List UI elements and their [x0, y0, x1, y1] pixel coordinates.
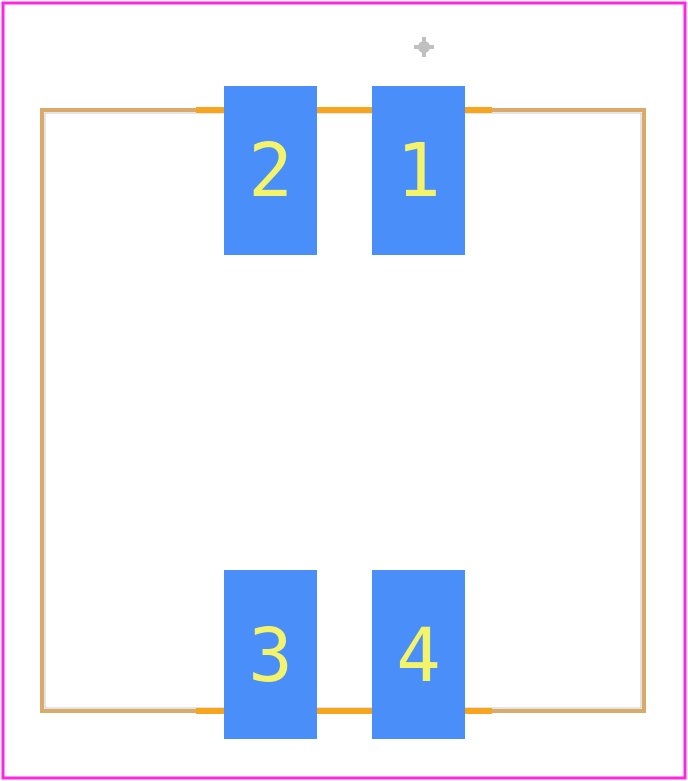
pad-3-label: 3 — [248, 613, 293, 699]
pin1-dot-stem-h — [414, 45, 434, 49]
pad-4-copper — [372, 570, 465, 739]
pad-1[interactable]: 1 — [372, 86, 465, 255]
body-outline — [40, 108, 646, 713]
body-outline-inner — [44, 112, 642, 709]
body-outline-outer — [40, 108, 646, 713]
pad-2-label: 2 — [248, 128, 293, 214]
pad-2[interactable]: 2 — [224, 86, 317, 255]
pad-3[interactable]: 3 — [224, 570, 317, 739]
pad-1-copper — [372, 86, 465, 255]
pad-1-label: 1 — [396, 128, 441, 214]
pad-2-copper — [224, 86, 317, 255]
fab-edge-segments — [196, 107, 492, 714]
pin1-dot-icon — [414, 37, 434, 57]
pad-4[interactable]: 4 — [372, 570, 465, 739]
pad-4-label: 4 — [396, 613, 441, 699]
pad-3-copper — [224, 570, 317, 739]
